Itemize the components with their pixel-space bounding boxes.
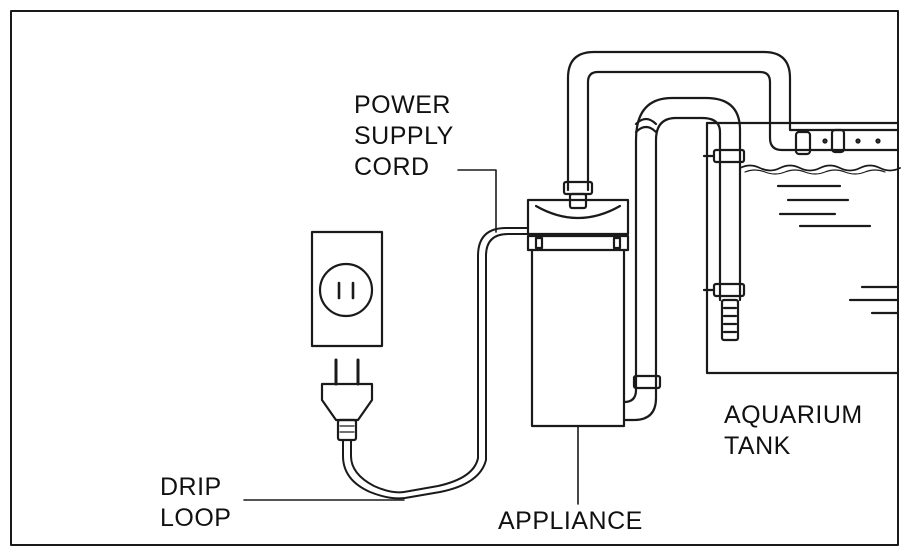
drip-loop-label-line-1: DRIP (160, 473, 222, 501)
plug (320, 358, 374, 442)
power-cord-label: POWER SUPPLY CORD (354, 90, 454, 183)
aquarium-tank-label-line-1: AQUARIUM (724, 401, 863, 429)
intake-pipe (622, 96, 746, 422)
wall-outlet (310, 230, 384, 348)
appliance-label: APPLIANCE (498, 507, 643, 535)
power-cord-label-line-2: SUPPLY (354, 122, 454, 150)
aquarium-tank-label: AQUARIUM TANK (724, 400, 863, 462)
power-cord-label-line-1: POWER (354, 91, 451, 119)
power-cord (342, 227, 529, 500)
appliance-body (526, 198, 630, 428)
aquarium-tank-label-line-2: TANK (724, 432, 791, 460)
aquarium-tank (705, 121, 901, 375)
drip-loop-label-line-2: LOOP (160, 504, 232, 532)
diagram-frame (10, 10, 899, 546)
power-cord-leader (457, 169, 497, 233)
return-pipe (562, 50, 899, 210)
power-cord-label-line-3: CORD (354, 153, 430, 181)
drip-loop-label: DRIP LOOP (160, 472, 231, 534)
